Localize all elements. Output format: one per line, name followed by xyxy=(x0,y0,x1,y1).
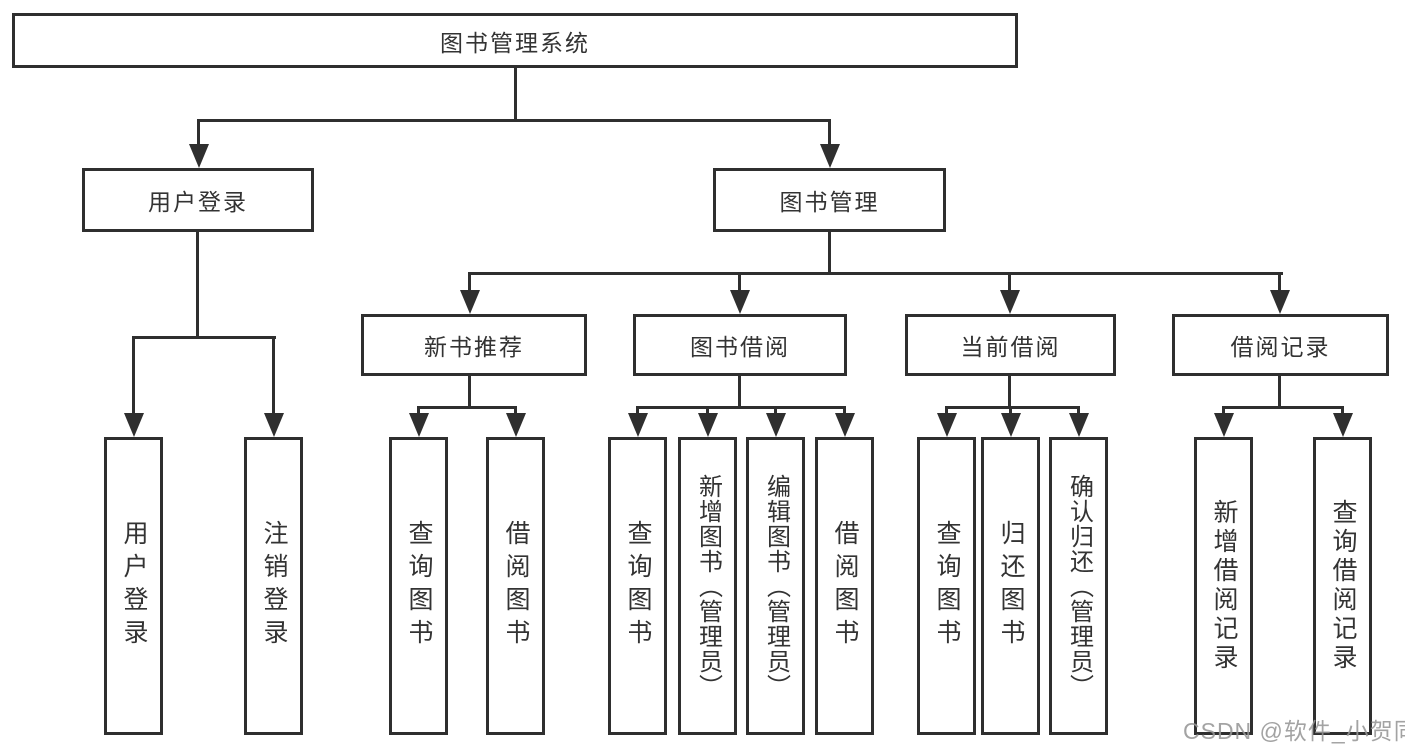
connector-line xyxy=(468,272,471,292)
node-query-books-recommend: 查询图书 xyxy=(389,437,448,735)
arrow-down-icon xyxy=(1214,413,1234,437)
node-new-book-recommend-label: 新书推荐 xyxy=(424,334,524,360)
arrow-down-icon xyxy=(766,413,786,437)
connector-line xyxy=(132,336,135,414)
connector-line xyxy=(828,119,831,146)
node-borrow-records-label: 借阅记录 xyxy=(1230,334,1331,360)
arrow-down-icon xyxy=(264,413,284,437)
node-borrow-books-recommend-label: 借阅图书 xyxy=(502,520,530,652)
node-library-system-label: 图书管理系统 xyxy=(440,29,590,56)
node-edit-books-admin-label: 编辑图书（管理员） xyxy=(762,473,790,699)
node-borrow-books-recommend: 借阅图书 xyxy=(486,437,545,735)
node-query-books-current: 查询图书 xyxy=(917,437,976,735)
connector-line xyxy=(514,406,517,415)
connector-line xyxy=(417,406,517,409)
node-book-borrow: 图书借阅 xyxy=(633,314,847,376)
node-current-borrow: 当前借阅 xyxy=(905,314,1116,376)
csdn-watermark: CSDN @软件_小贺同学 xyxy=(1183,718,1405,744)
node-query-books-current-label: 查询图书 xyxy=(933,520,961,652)
node-user-login-action-label: 用户登录 xyxy=(120,520,148,652)
arrow-down-icon xyxy=(698,413,718,437)
node-edit-books-admin: 编辑图书（管理员） xyxy=(746,437,805,735)
node-borrow-books: 借阅图书 xyxy=(815,437,874,735)
node-confirm-return-admin-label: 确认归还（管理员） xyxy=(1065,473,1093,699)
arrow-down-icon xyxy=(1270,290,1290,314)
node-logout: 注销登录 xyxy=(244,437,303,735)
connector-line xyxy=(1341,406,1344,415)
connector-line xyxy=(706,406,709,415)
connector-line xyxy=(468,272,1283,275)
connector-line xyxy=(468,375,471,408)
connector-line xyxy=(272,336,275,414)
arrow-down-icon xyxy=(189,144,209,168)
connector-line xyxy=(945,406,1080,409)
arrow-down-icon xyxy=(835,413,855,437)
node-query-books-recommend-label: 查询图书 xyxy=(405,520,433,652)
arrow-down-icon xyxy=(1001,413,1021,437)
node-book-management: 图书管理 xyxy=(713,168,946,232)
connector-line xyxy=(1008,375,1011,408)
connector-line xyxy=(197,119,200,146)
connector-line xyxy=(636,406,846,409)
node-return-books: 归还图书 xyxy=(981,437,1040,735)
node-query-borrow-record: 查询借阅记录 xyxy=(1313,437,1372,735)
connector-line xyxy=(514,67,517,121)
node-add-books-admin: 新增图书（管理员） xyxy=(678,437,737,735)
connector-line xyxy=(636,406,639,415)
arrow-down-icon xyxy=(460,290,480,314)
arrow-down-icon xyxy=(506,413,526,437)
connector-line xyxy=(1278,375,1281,408)
node-user-login-label: 用户登录 xyxy=(148,189,248,215)
connector-line xyxy=(843,406,846,415)
node-borrow-records: 借阅记录 xyxy=(1172,314,1389,376)
connector-line xyxy=(738,272,741,292)
arrow-down-icon xyxy=(1333,413,1353,437)
node-add-borrow-record: 新增借阅记录 xyxy=(1194,437,1253,735)
connector-line xyxy=(417,406,420,415)
node-borrow-books-label: 借阅图书 xyxy=(831,520,859,652)
connector-line xyxy=(945,406,948,415)
node-book-borrow-label: 图书借阅 xyxy=(690,334,790,360)
arrow-down-icon xyxy=(628,413,648,437)
node-library-system: 图书管理系统 xyxy=(12,13,1018,68)
node-query-books-borrow: 查询图书 xyxy=(608,437,667,735)
node-current-borrow-label: 当前借阅 xyxy=(960,334,1061,360)
node-add-books-admin-label: 新增图书（管理员） xyxy=(694,473,722,699)
connector-line xyxy=(1077,406,1080,415)
node-logout-label: 注销登录 xyxy=(260,520,288,652)
arrow-down-icon xyxy=(124,413,144,437)
node-add-borrow-record-label: 新增借阅记录 xyxy=(1210,499,1238,673)
connector-line xyxy=(738,375,741,408)
connector-line xyxy=(1278,272,1281,292)
node-book-management-label: 图书管理 xyxy=(779,189,880,215)
connector-line xyxy=(197,119,831,122)
node-return-books-label: 归还图书 xyxy=(997,520,1025,652)
node-user-login-action: 用户登录 xyxy=(104,437,163,735)
connector-line xyxy=(1008,272,1011,292)
connector-line xyxy=(1222,406,1344,409)
node-user-login: 用户登录 xyxy=(82,168,314,232)
arrow-down-icon xyxy=(409,413,429,437)
arrow-down-icon xyxy=(937,413,957,437)
node-confirm-return-admin: 确认归还（管理员） xyxy=(1049,437,1108,735)
arrow-down-icon xyxy=(1000,290,1020,314)
node-new-book-recommend: 新书推荐 xyxy=(361,314,587,376)
arrow-down-icon xyxy=(1069,413,1089,437)
connector-line xyxy=(196,231,199,339)
connector-line xyxy=(1222,406,1225,415)
connector-line xyxy=(1009,406,1012,415)
node-query-borrow-record-label: 查询借阅记录 xyxy=(1329,499,1357,673)
connector-line xyxy=(828,232,831,275)
connector-line xyxy=(132,336,276,339)
arrow-down-icon xyxy=(820,144,840,168)
node-query-books-borrow-label: 查询图书 xyxy=(624,520,652,652)
arrow-down-icon xyxy=(730,290,750,314)
connector-line xyxy=(774,406,777,415)
